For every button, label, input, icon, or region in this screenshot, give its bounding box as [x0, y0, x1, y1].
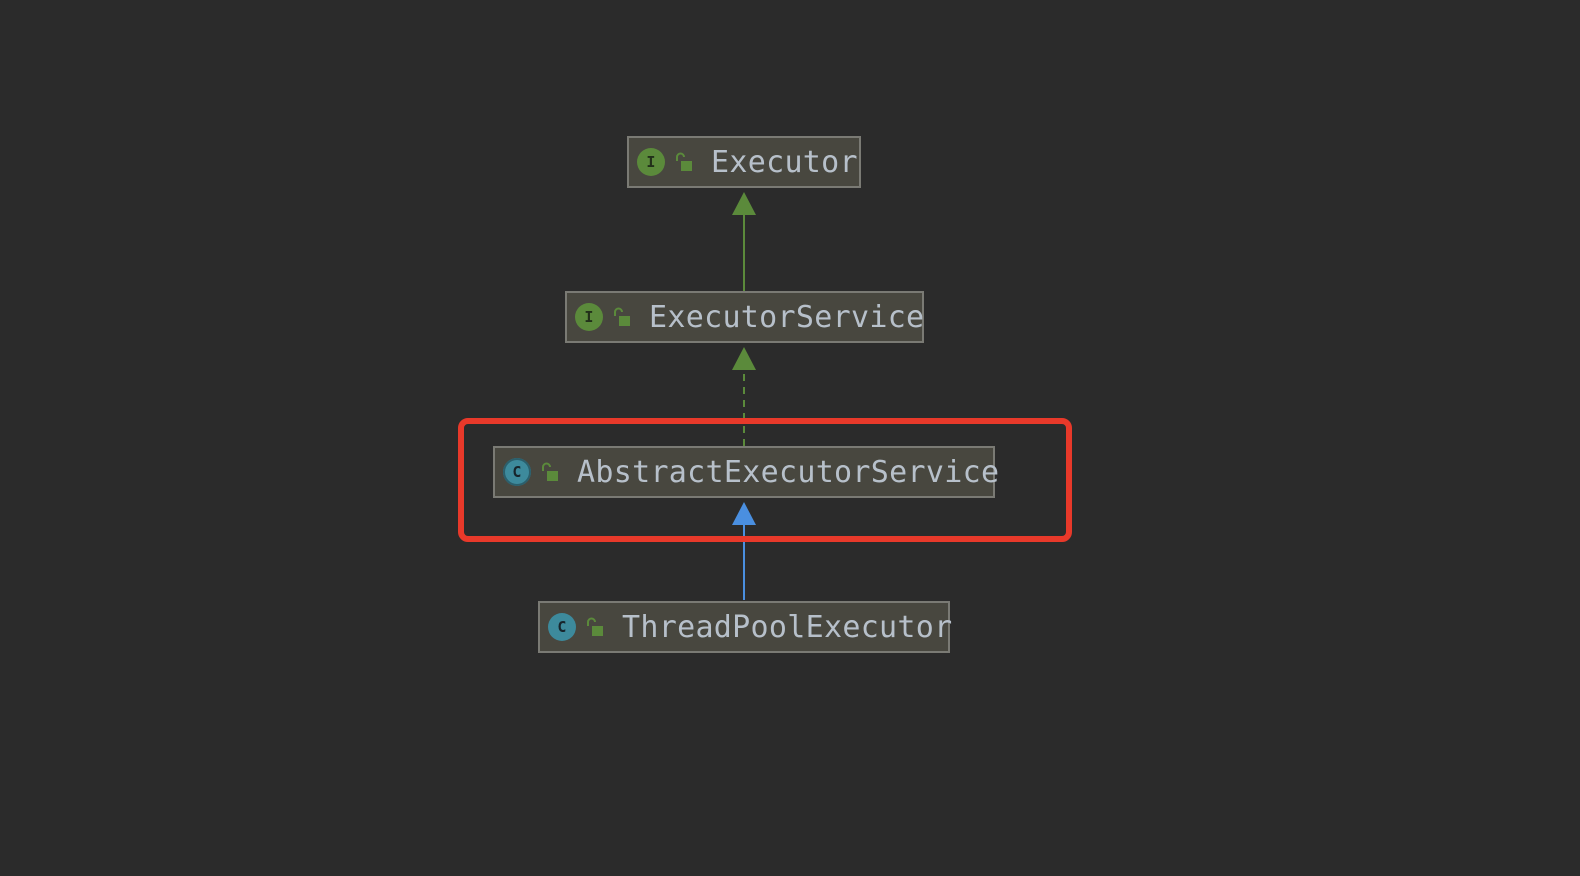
arrowhead-executor-service [732, 347, 756, 370]
node-executor-service-label: ExecutorService [649, 299, 925, 335]
node-thread-pool-executor[interactable]: C ThreadPoolExecutor [538, 601, 953, 653]
abstract-class-icon: C [503, 458, 531, 486]
node-thread-pool-executor-label: ThreadPoolExecutor [622, 609, 953, 645]
arrowhead-executor [732, 192, 756, 215]
node-abstract-executor-service[interactable]: C AbstractExecutorService [493, 446, 999, 498]
interface-icon: I [637, 148, 665, 176]
interface-icon: I [575, 303, 603, 331]
class-icon: C [548, 613, 576, 641]
node-executor-service[interactable]: I ExecutorService [565, 291, 924, 343]
public-access-icon [611, 306, 633, 328]
public-access-icon [584, 616, 606, 638]
node-executor-label: Executor [711, 144, 858, 180]
public-access-icon [539, 461, 561, 483]
arrowhead-abstract-executor-service [732, 502, 756, 525]
node-executor[interactable]: I Executor [627, 136, 861, 188]
public-access-icon [673, 151, 695, 173]
node-abstract-executor-service-label: AbstractExecutorService [577, 454, 1000, 490]
